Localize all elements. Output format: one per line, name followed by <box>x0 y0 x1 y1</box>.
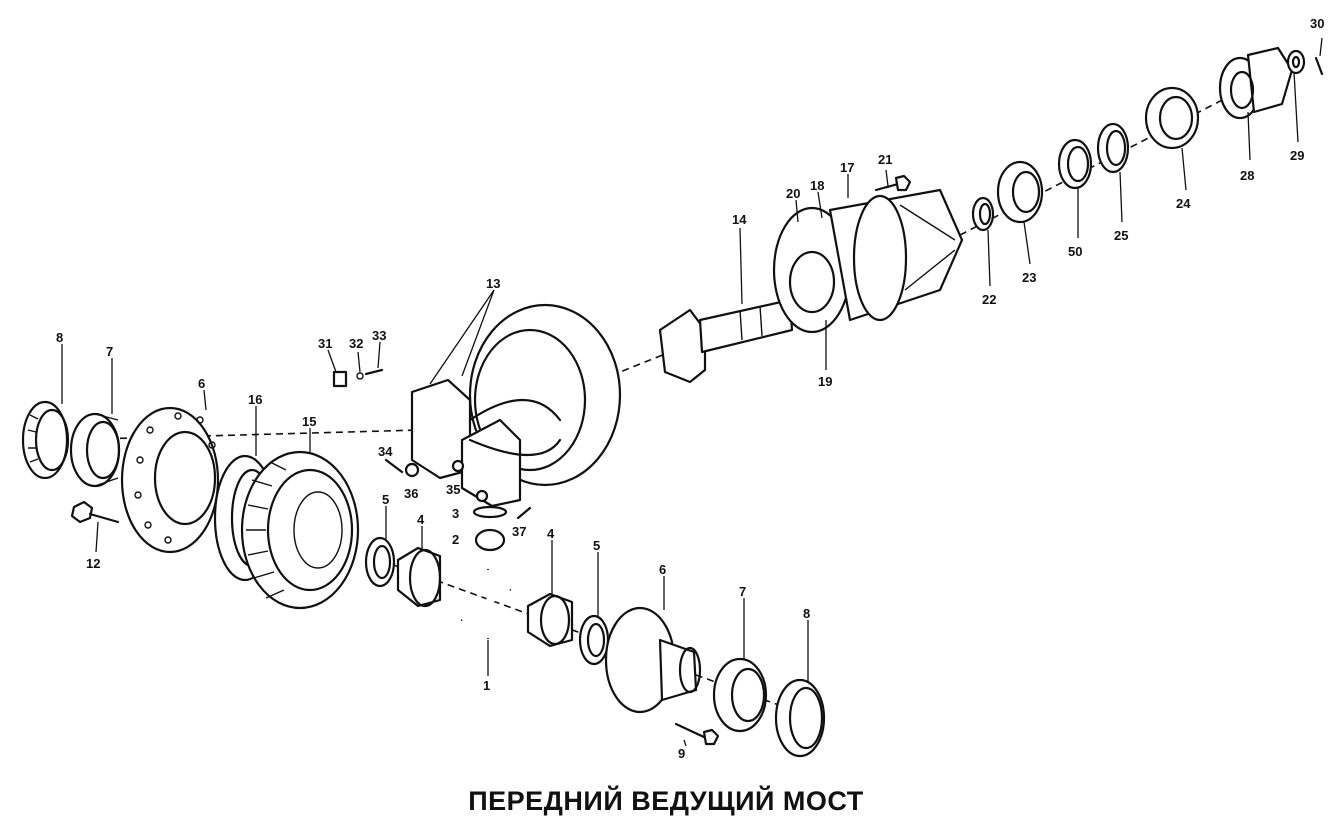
callout-5-left: 5 <box>382 492 389 507</box>
callout-21: 21 <box>878 152 892 167</box>
bolt-12 <box>70 500 120 524</box>
spacer-25 <box>1096 122 1130 174</box>
callout-19: 19 <box>818 374 832 389</box>
nut-washer-29 <box>1286 49 1306 75</box>
callout-6-right: 6 <box>659 562 666 577</box>
differential-case-left <box>120 406 220 554</box>
callout-20: 20 <box>786 186 800 201</box>
differential-case-right <box>604 606 702 714</box>
pinion-gear-small <box>472 505 508 552</box>
leader-lines <box>61 37 1323 747</box>
oil-seal <box>1144 86 1200 150</box>
callout-16: 16 <box>248 392 262 407</box>
callout-15: 15 <box>302 414 316 429</box>
bearing-cup-left <box>21 400 70 480</box>
bolt-21 <box>874 174 912 192</box>
callout-36: 36 <box>404 486 418 501</box>
callout-50: 50 <box>1068 244 1082 259</box>
callout-9: 9 <box>678 746 685 761</box>
callout-8-left: 8 <box>56 330 63 345</box>
bearing-23 <box>996 160 1044 224</box>
washer-50 <box>1057 138 1093 190</box>
callout-labels: 30 29 28 24 25 50 23 22 21 17 18 20 19 1… <box>56 16 1324 761</box>
callout-30: 30 <box>1310 16 1324 31</box>
spider-cross <box>460 568 512 640</box>
callout-13: 13 <box>486 276 500 291</box>
callout-2: 2 <box>452 532 459 547</box>
callout-37: 37 <box>512 524 526 539</box>
pin-37 <box>516 506 532 520</box>
callout-6-left: 6 <box>198 376 205 391</box>
bracket-31-33 <box>332 368 384 388</box>
bearing-cup-right <box>774 678 826 758</box>
washer-right <box>578 614 610 666</box>
callout-31: 31 <box>318 336 332 351</box>
callout-24: 24 <box>1176 196 1191 211</box>
callout-34: 34 <box>378 444 393 459</box>
callout-23: 23 <box>1022 270 1036 285</box>
callout-17: 17 <box>840 160 854 175</box>
callout-7-left: 7 <box>106 344 113 359</box>
callout-33: 33 <box>372 328 386 343</box>
bearing-left <box>69 412 121 488</box>
callout-7-right: 7 <box>739 584 746 599</box>
shim-22 <box>971 196 995 232</box>
callout-25: 25 <box>1114 228 1128 243</box>
callout-8-right: 8 <box>803 606 810 621</box>
callout-12: 12 <box>86 556 100 571</box>
side-gear-right <box>526 592 574 648</box>
drive-pinion <box>658 298 794 384</box>
bolt-9 <box>674 722 720 746</box>
callout-35: 35 <box>446 482 460 497</box>
callout-22: 22 <box>982 292 996 307</box>
callout-14: 14 <box>732 212 747 227</box>
cotter-pin-30 <box>1314 56 1324 76</box>
callout-1: 1 <box>483 678 490 693</box>
callout-5-right: 5 <box>593 538 600 553</box>
ring-gear <box>240 450 360 610</box>
washer-left <box>364 536 396 588</box>
callout-29: 29 <box>1290 148 1304 163</box>
callout-4-left: 4 <box>417 512 425 527</box>
callout-3: 3 <box>452 506 459 521</box>
callout-28: 28 <box>1240 168 1254 183</box>
callout-32: 32 <box>349 336 363 351</box>
callout-18: 18 <box>810 178 824 193</box>
companion-flange <box>1218 46 1294 120</box>
side-gear-left <box>396 546 442 608</box>
callout-4-right: 4 <box>547 526 555 541</box>
bearing-right <box>712 657 768 733</box>
pinion-housing <box>772 188 964 334</box>
axle-housing <box>410 303 622 508</box>
diagram-caption: ПЕРЕДНИЙ ВЕДУЩИЙ МОСТ <box>468 786 864 816</box>
fasteners-34-36 <box>384 458 489 503</box>
